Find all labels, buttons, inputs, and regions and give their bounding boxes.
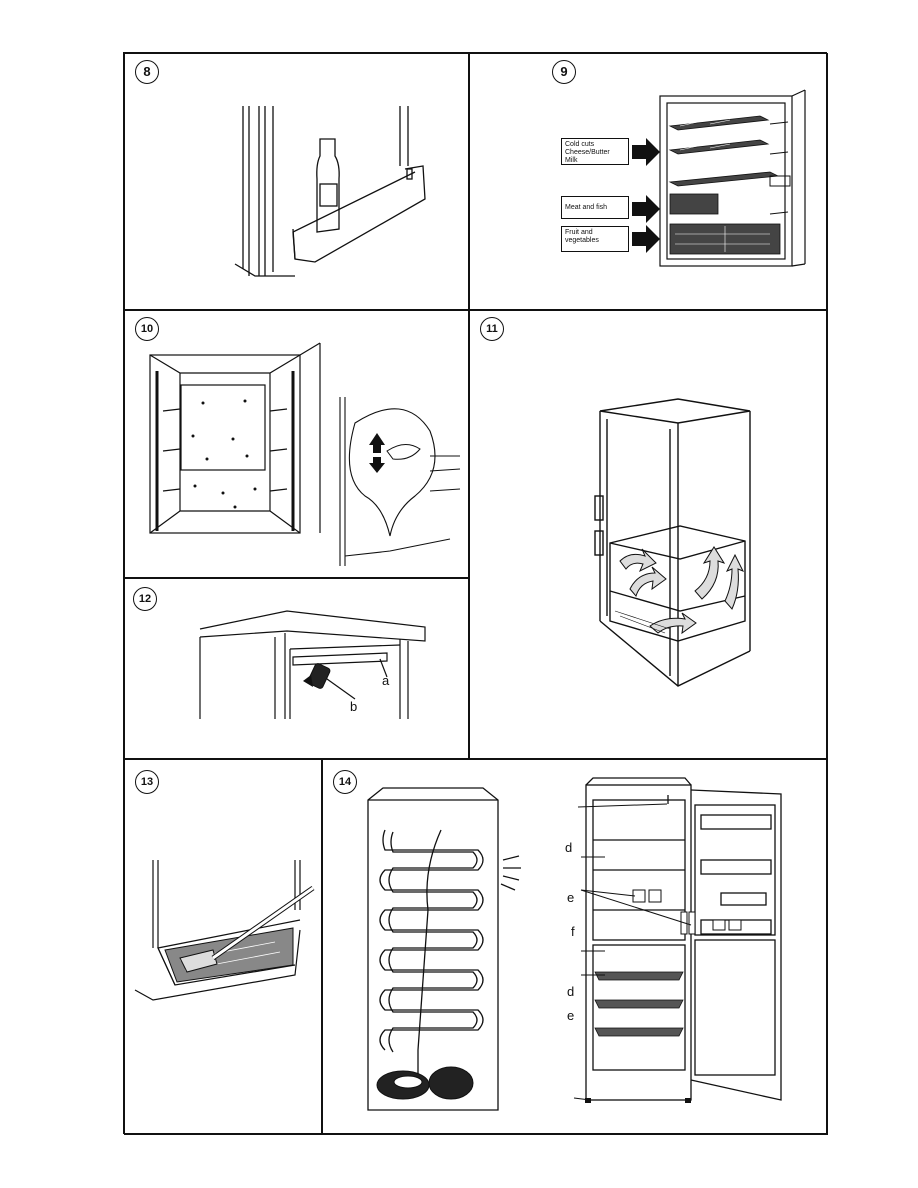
- label-h-feet: h: [563, 1131, 570, 1134]
- label-b-bulb: b: [350, 699, 358, 714]
- label-e-top: e: [567, 890, 575, 905]
- figure-number-10: 10: [135, 317, 159, 341]
- label-f-shelves: f: [571, 924, 575, 939]
- figure-11-air-circulation: 11: [469, 310, 828, 759]
- door-bottle-illustration: [234, 106, 426, 277]
- figure-10-defrost: 10: [124, 310, 469, 578]
- figure-number-11: 11: [480, 317, 504, 341]
- figure-number-8: 8: [135, 60, 159, 84]
- figure-number-14: 14: [333, 770, 357, 794]
- figure-number-9: 9: [552, 60, 576, 84]
- figure-13-cleaning: 13: [124, 759, 322, 1135]
- label-d-top: d: [565, 840, 573, 855]
- label-e-bottom: e: [567, 1008, 575, 1023]
- figure-12-lamp: 12 a b: [124, 578, 469, 759]
- arrow-right-icon: [632, 225, 660, 253]
- label-meat-zone: Meat and fish: [561, 196, 629, 219]
- manual-page-sheet: 8 9 Cold cuts Cheese/Butter: [123, 52, 828, 1135]
- condenser-and-compartments-illustration: [367, 777, 782, 1111]
- appliance-airflow-illustration: [594, 398, 751, 687]
- arrow-right-icon: [632, 195, 660, 223]
- defrost-illustration: [149, 342, 461, 566]
- label-dairy-zone: Cold cuts Cheese/Butter Milk: [561, 138, 629, 165]
- label-a-lamp-cover: a: [382, 673, 390, 688]
- lamp-illustration: [199, 610, 426, 719]
- arrow-right-icon: [632, 138, 660, 166]
- figure-14-appliance-parts: 14: [322, 759, 828, 1135]
- label-d-bottom: d: [567, 984, 575, 999]
- arrow-up-icon: [369, 433, 385, 453]
- figure-number-13: 13: [135, 770, 159, 794]
- figure-9-storage-zones: 9 Cold cuts Cheese/Butter Milk Meat and …: [469, 53, 828, 310]
- fridge-interior-illustration: [632, 89, 806, 267]
- figure-number-12: 12: [133, 587, 157, 611]
- label-veg-zone: Fruit and vegetables: [561, 226, 629, 252]
- figure-8-door-shelf: 8: [124, 53, 469, 310]
- cleaning-illustration: [134, 860, 315, 1001]
- arrow-down-icon: [369, 457, 385, 473]
